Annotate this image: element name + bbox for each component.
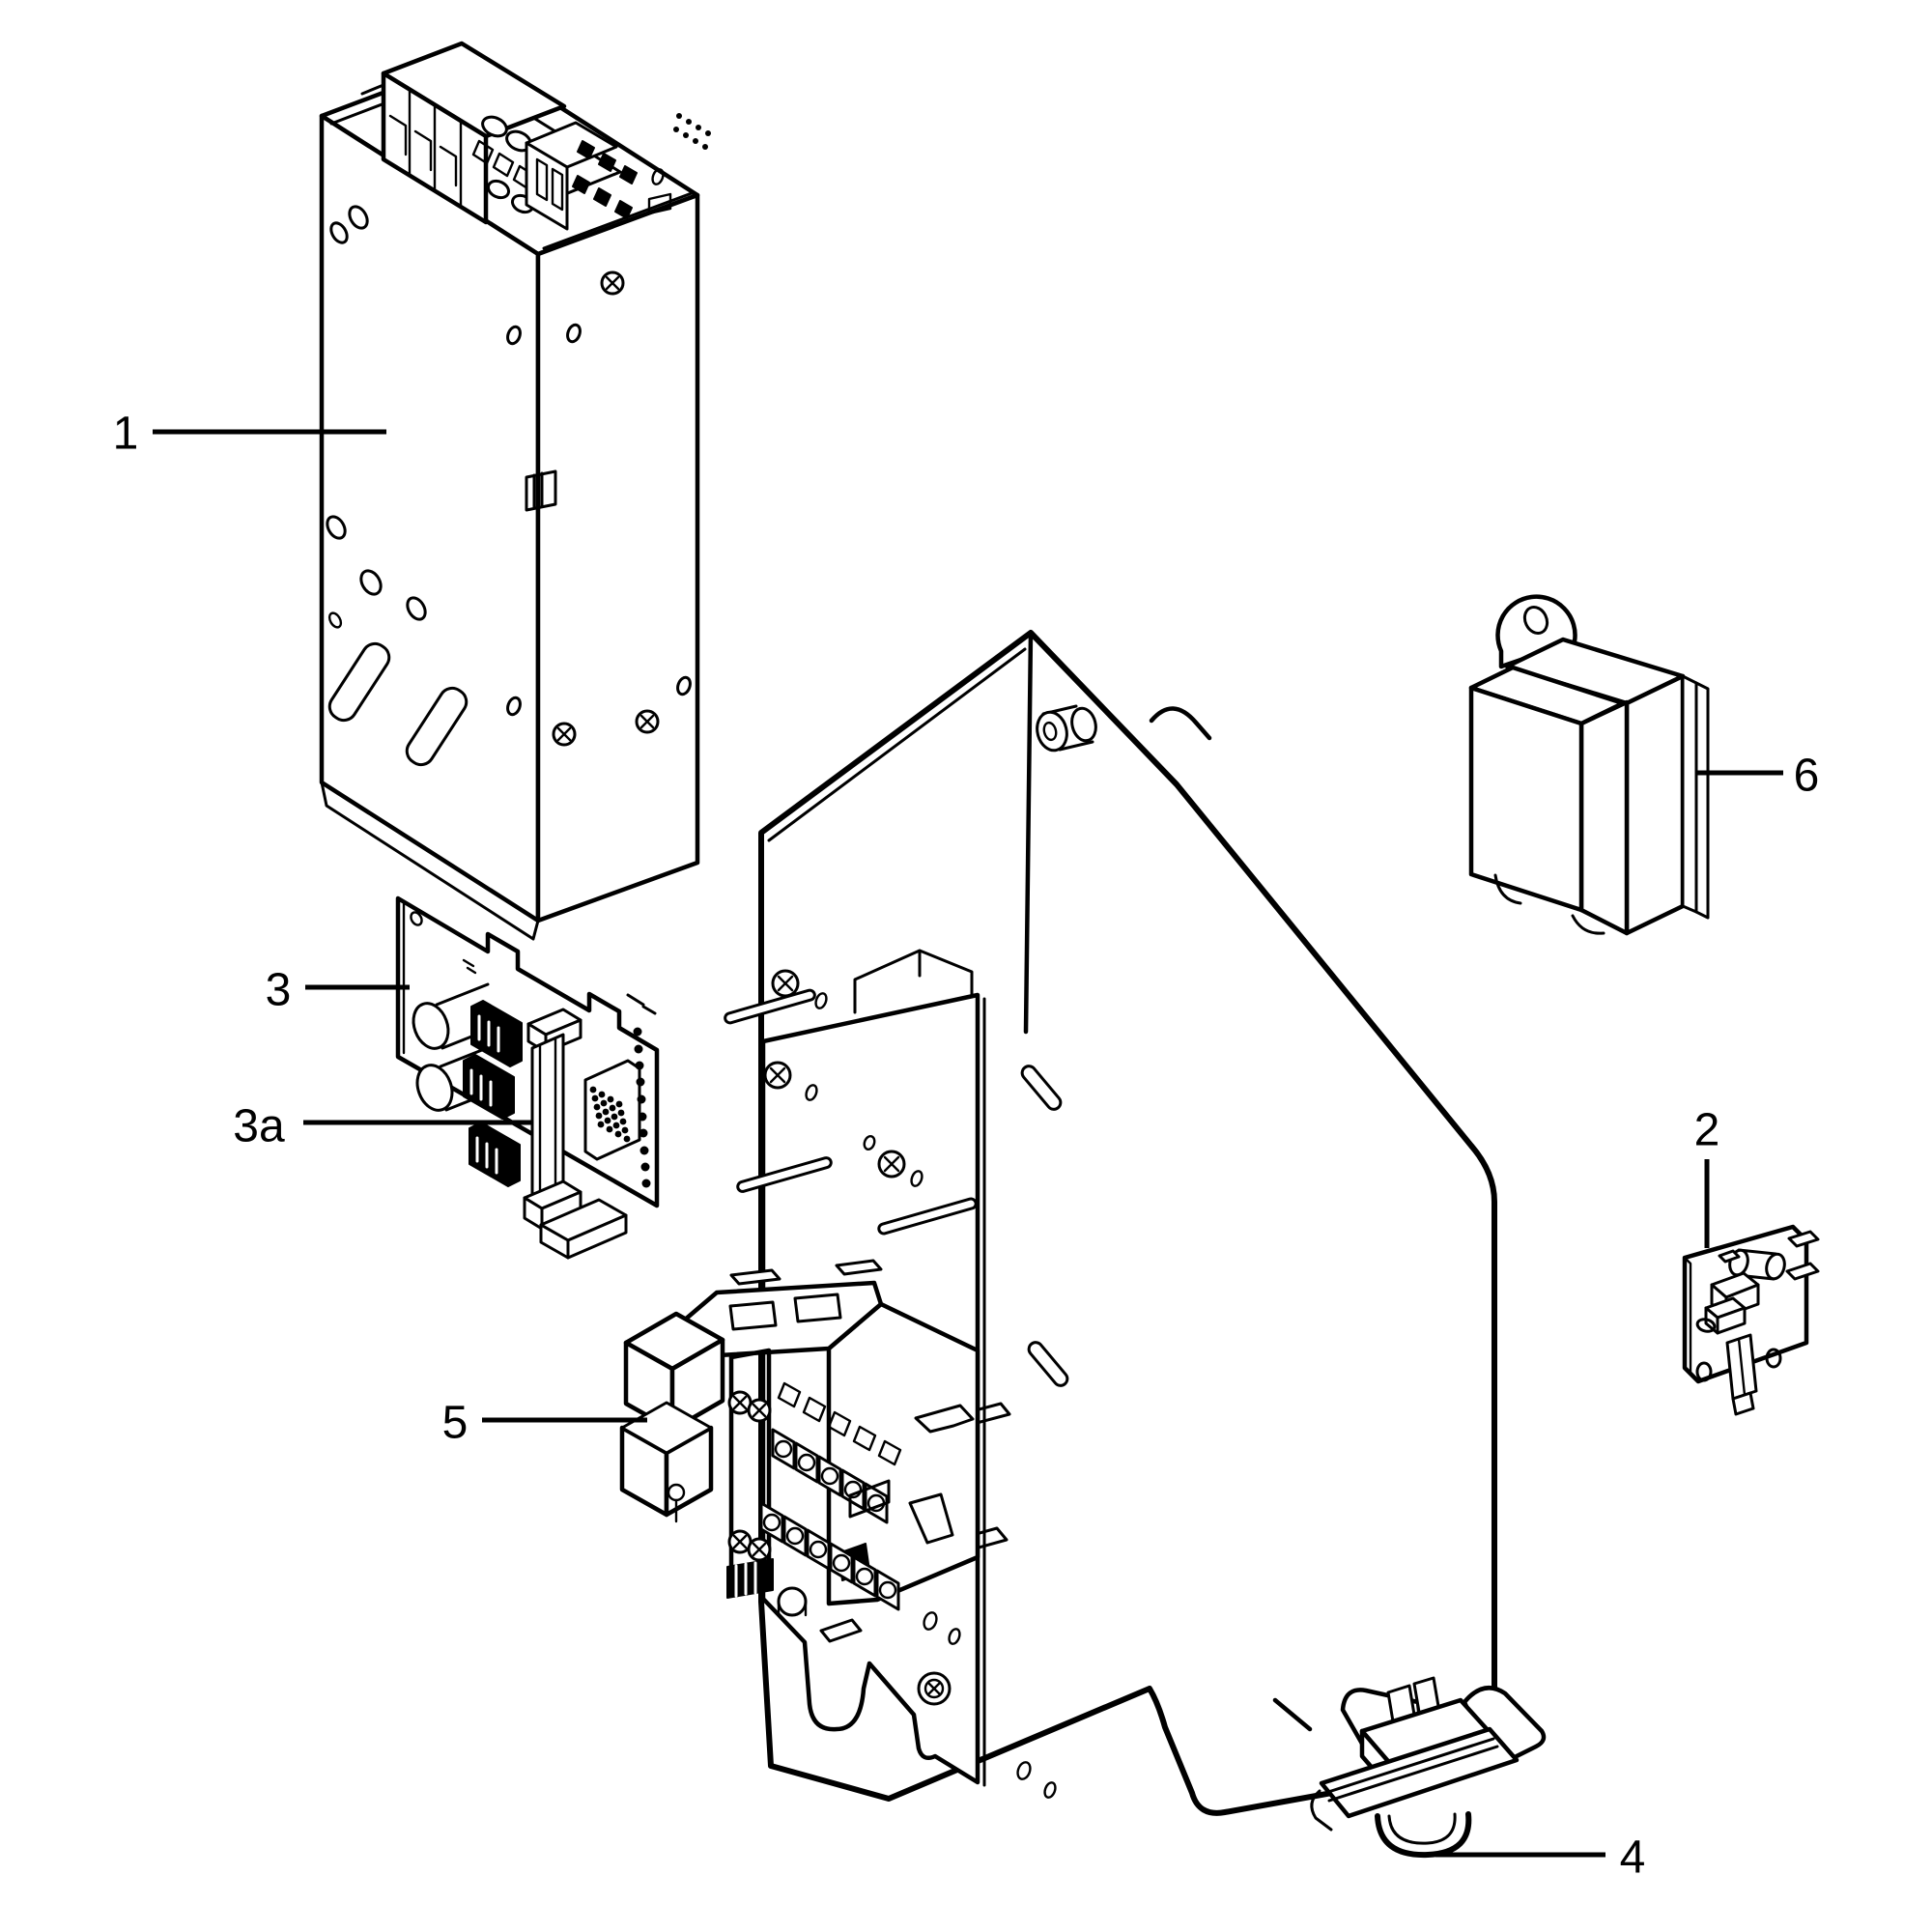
panel-tab-line: [1272, 1697, 1313, 1732]
transformer-lamination-1: [1681, 674, 1698, 914]
part-3-control-pcb: [395, 895, 660, 1260]
contactor-rail: [726, 1348, 774, 1599]
enclosure-bottom-flange: [320, 781, 540, 941]
keyhole-slot-1: [327, 641, 391, 723]
pcb2-slot-hole: [1695, 1318, 1717, 1333]
panel-standoff: [1036, 704, 1097, 753]
part-4-sensor: [1272, 1676, 1547, 1859]
pin-grid: [589, 1086, 631, 1143]
sensor-tail: [1310, 1789, 1333, 1832]
panel-hole-small-2: [923, 1611, 938, 1631]
plug-prongs: [535, 157, 564, 212]
callout-6-label: 6: [1794, 751, 1820, 802]
panel-hole-small-3: [948, 1628, 961, 1645]
vent-dots: [673, 113, 711, 150]
callout-layer: 1 3 3a 5 2 6 4: [113, 409, 1820, 1884]
sub-panel-top-boss: [853, 949, 974, 1014]
transformer-core-front: [1578, 699, 1630, 936]
panel-hole-small-5: [1043, 1781, 1057, 1799]
panel-screws: [763, 969, 923, 1187]
terminal-fins: [388, 114, 458, 187]
panel-hole-small-4: [1016, 1761, 1032, 1780]
sensor-loop-inner: [1387, 1812, 1457, 1845]
part-6-transformer: [1468, 594, 1710, 936]
long-screw-2: [736, 1156, 833, 1193]
pcb-mount-hole: [410, 911, 423, 926]
enclosure-right-face-holes: [506, 168, 692, 747]
long-screw-1: [724, 988, 816, 1025]
panel-edge-thickness-line: [767, 647, 1027, 842]
pin-cluster: [572, 140, 638, 219]
enclosure-left-face: [319, 113, 541, 923]
terminal-teeth-row: [777, 1381, 902, 1466]
side-clip: [525, 469, 557, 512]
mounting-panel: [724, 630, 1497, 1816]
led-column: [633, 1027, 651, 1188]
contactor-bottom-tab: [819, 1618, 863, 1643]
sensor-wing-right: [1462, 1685, 1547, 1771]
sensor-base-laminations: [1323, 1737, 1499, 1803]
transformer-core-right: [1624, 673, 1686, 936]
contactor-left-boxes: [619, 1311, 725, 1523]
pcb2-components: [1704, 1230, 1820, 1416]
sensor-loop: [1375, 1811, 1472, 1859]
callout-5-label: 5: [442, 1398, 469, 1449]
panel-top-tab: [1149, 706, 1212, 741]
keyhole-slot-2: [405, 686, 469, 767]
callout-4-label: 4: [1620, 1833, 1646, 1884]
enclosure-left-face-holes: [326, 205, 427, 629]
panel-pin-lower: [1027, 1341, 1069, 1387]
panel-pin-upper: [1020, 1065, 1063, 1111]
pcb-board: [395, 895, 660, 1208]
pcb2-hole-right: [1765, 1348, 1782, 1369]
terminal-block-assembly: [381, 41, 711, 231]
callout-1-label: 1: [113, 409, 139, 460]
pcb-silk-mark: [462, 958, 477, 975]
panel-fold-line: [1023, 630, 1034, 1035]
contactor-foot: [777, 1586, 808, 1617]
transformer-coil-front: [1468, 685, 1584, 913]
part-1-enclosure: [319, 41, 711, 941]
pcb2-edge: [1683, 1256, 1692, 1374]
terminal-dividers: [408, 88, 463, 210]
panel-bottom-screw: [917, 1671, 952, 1706]
pcb2-hole-left: [1695, 1361, 1713, 1382]
terminal-row-1: [771, 1428, 889, 1524]
part-2-pcb: [1682, 1224, 1820, 1416]
callout-3a-label: 3a: [233, 1101, 285, 1152]
part-5-contactor: [619, 1259, 980, 1643]
top-edge-clip: [647, 192, 672, 215]
transformer-ear: [1495, 594, 1577, 669]
transformer-lamination-2: [1694, 681, 1710, 920]
part-3a-connector: [523, 1008, 628, 1260]
contactor-top-strips: [729, 1259, 883, 1286]
callout-2-label: 2: [1694, 1105, 1720, 1156]
pcb-tick-marks: [626, 993, 657, 1015]
transformer-feet: [1493, 873, 1605, 935]
contactor-windows: [728, 1293, 842, 1331]
transformer-ear-hole: [1522, 605, 1549, 636]
connector-blocks: [463, 1000, 523, 1187]
contactor-clips: [908, 1404, 975, 1545]
contactor-slot: [848, 1479, 891, 1519]
terminal-row-2: [759, 1501, 900, 1611]
long-screw-3: [877, 1197, 978, 1236]
callout-3-label: 3: [266, 965, 292, 1016]
enclosure-right-face: [535, 192, 700, 923]
